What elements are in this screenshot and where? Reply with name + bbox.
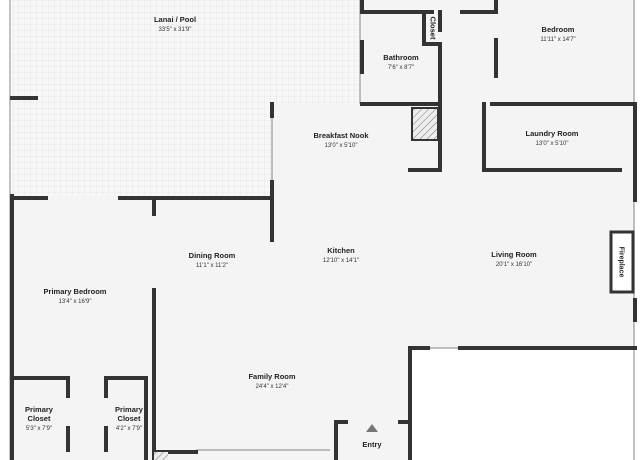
entry-label: Entry [362, 440, 382, 449]
entry-arrow-icon [366, 424, 378, 432]
primary-closet-2-dims: 4'2" x 7'9" [116, 426, 142, 432]
fireplace: Fireplace [609, 230, 635, 294]
dining-room-dims: 11'1" x 11'2" [196, 263, 228, 269]
breakfast-nook-label: Breakfast Nook [313, 131, 369, 140]
kitchen-dims: 12'10" x 14'1" [323, 258, 359, 264]
primary-closet-1-dims: 5'3" x 7'9" [26, 426, 52, 432]
primary-closet-1-label-line1: Primary [25, 405, 54, 414]
floor-fills [12, 0, 635, 460]
bedroom-dims: 11'11" x 14'7" [540, 37, 575, 43]
fireplace-box [609, 230, 635, 294]
family-room-dims: 24'4" x 12'4" [256, 384, 289, 390]
utility-chase [411, 107, 439, 141]
primary-closet-1-label-line2: Closet [28, 414, 51, 423]
breakfast-nook-dims: 13'0" x 5'10" [325, 143, 358, 149]
closet-label: Closet [429, 17, 438, 40]
laundry-room-label: Laundry Room [526, 129, 579, 138]
primary-closet-2-label-line1: Primary [115, 405, 144, 414]
primary-closet-2-label-line2: Closet [118, 414, 141, 423]
living-room-dims: 20'1" x 16'10" [496, 262, 532, 268]
lanai-label: Lanai / Pool [154, 15, 196, 24]
primary-bedroom-dims: 13'4" x 16'9" [59, 299, 92, 305]
house-floor-middle [272, 104, 635, 204]
garage-area [410, 348, 635, 460]
fireplace-label: Fireplace [618, 247, 625, 278]
family-room-label: Family Room [248, 372, 295, 381]
living-room-label: Living Room [491, 250, 537, 259]
bathroom-label: Bathroom [383, 53, 419, 62]
bathroom-dims: 7'6" x 8'7" [388, 65, 414, 71]
kitchen-label: Kitchen [327, 246, 355, 255]
walls [10, 0, 637, 460]
primary-bedroom-label: Primary Bedroom [44, 287, 107, 296]
utility-chase-lower [154, 452, 168, 460]
dining-room-label: Dining Room [189, 251, 236, 260]
laundry-room-dims: 13'0" x 5'10" [536, 141, 569, 147]
room-labels: Lanai / Pool 33'5" x 31'9" Bathroom 7'6"… [25, 15, 579, 449]
lanai-dims: 33'5" x 31'9" [159, 27, 192, 33]
bedroom-label: Bedroom [542, 25, 575, 34]
